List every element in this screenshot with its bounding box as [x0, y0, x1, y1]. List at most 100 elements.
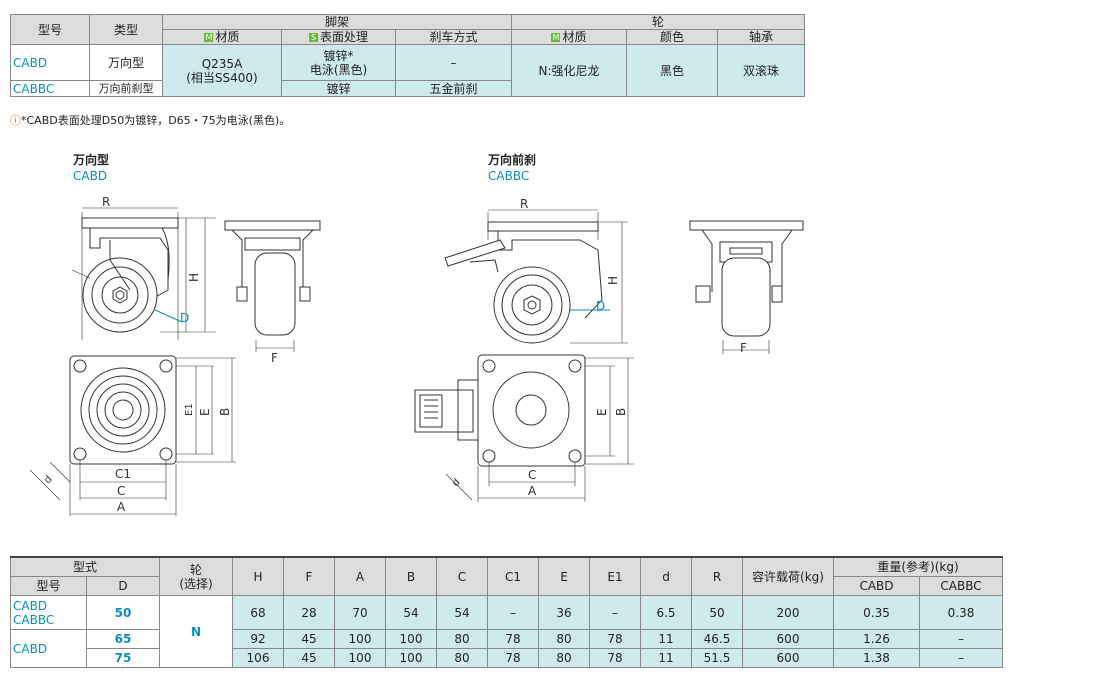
header-R: R	[691, 556, 743, 596]
header-wheel: 轮	[511, 14, 805, 30]
row-R: 50	[691, 595, 743, 630]
bracket-material: Q235A(相当SS400)	[162, 44, 282, 97]
cabd-top-view	[29, 355, 236, 516]
header-D: D	[86, 576, 160, 596]
row-H: 106	[232, 648, 284, 668]
row-E1: 78	[589, 629, 641, 649]
row-weight-cabbc: –	[919, 648, 1003, 668]
header-C: C	[436, 556, 488, 596]
dim-d-left: d	[42, 474, 54, 486]
dim-C-left: C	[117, 484, 125, 498]
spec-dimension-table: 型式 轮(选择) H F A B C C1 E E1 d R 容许载荷(kg) …	[10, 556, 1003, 668]
row-E: 80	[538, 648, 590, 668]
header-color: 颜色	[626, 29, 718, 45]
model-cabd: CABD	[10, 44, 90, 81]
row-E: 36	[538, 595, 590, 630]
row-C: 54	[436, 595, 488, 630]
row-C: 80	[436, 629, 488, 649]
row-H: 92	[232, 629, 284, 649]
dim-H-left: H	[187, 273, 201, 282]
header-wheel-select: 轮(选择)	[159, 556, 233, 596]
model-cabbc: CABBC	[10, 80, 90, 97]
row-B: 54	[385, 595, 437, 630]
header-load: 容许载荷(kg)	[742, 556, 834, 596]
dim-C-right: C	[528, 468, 536, 482]
cabbc-top-view	[414, 354, 634, 502]
header-bearing: 轴承	[717, 29, 805, 45]
models-group-2: CABD	[10, 629, 87, 668]
type-cabbc: 万向前刹型	[89, 80, 163, 97]
dim-A-right: A	[528, 484, 537, 498]
dim-C1-left: C1	[115, 467, 131, 481]
footnote: ⓘ*CABD表面处理D50为镀锌，D65・75为电泳(黑色)。	[10, 114, 291, 127]
type-cabd: 万向型	[89, 44, 163, 81]
header-brake: 刹车方式	[395, 29, 512, 45]
row-D: 75	[86, 648, 160, 668]
row-load: 600	[742, 648, 834, 668]
header-E: E	[538, 556, 590, 596]
header-A: A	[334, 556, 386, 596]
row-weight-cabd: 1.26	[833, 629, 920, 649]
row-R: 51.5	[691, 648, 743, 668]
warning-icon: ⓘ	[10, 114, 21, 127]
dim-E-left: E	[198, 408, 212, 416]
cabd-side-view	[71, 207, 216, 340]
s-badge-icon: S	[308, 33, 318, 42]
row-d: 11	[640, 648, 692, 668]
row-E1: 78	[589, 648, 641, 668]
m-badge-icon: M	[204, 33, 214, 42]
dim-R-left: R	[102, 195, 110, 209]
header-H: H	[232, 556, 284, 596]
row-E1: –	[589, 595, 641, 630]
header-d: d	[640, 556, 692, 596]
row-weight-cabd: 1.38	[833, 648, 920, 668]
row-C1: 78	[487, 648, 539, 668]
surface-cabbc: 镀锌	[281, 80, 396, 97]
header-type: 类型	[89, 14, 163, 45]
dim-H-right: H	[606, 276, 620, 285]
surface-cabd: 镀锌*电泳(黑色)	[281, 44, 396, 81]
row-weight-cabd: 0.35	[833, 595, 920, 630]
row-load: 200	[742, 595, 834, 630]
header-F: F	[283, 556, 335, 596]
row-A: 100	[334, 629, 386, 649]
dim-B-right: B	[614, 408, 628, 416]
header-C1: C1	[487, 556, 539, 596]
row-F: 28	[283, 595, 335, 630]
wheel-bearing: 双滚珠	[717, 44, 805, 97]
cabbc-side-view	[444, 209, 628, 344]
row-A: 100	[334, 648, 386, 668]
header-E1: E1	[589, 556, 641, 596]
row-d: 11	[640, 629, 692, 649]
row-D: 65	[86, 629, 160, 649]
row-F: 45	[283, 629, 335, 649]
wheel-material: N:强化尼龙	[511, 44, 627, 97]
header-weight-cabbc: CABBC	[919, 576, 1003, 596]
wheel-value: N	[159, 595, 233, 668]
wheel-color: 黑色	[626, 44, 718, 97]
row-C: 80	[436, 648, 488, 668]
header-model: 型号	[10, 576, 87, 596]
dim-F-right: F	[740, 341, 747, 355]
m-badge-icon: M	[551, 33, 561, 42]
row-E: 80	[538, 629, 590, 649]
header-form: 型式	[10, 556, 160, 577]
dim-A-left: A	[117, 500, 126, 514]
row-R: 46.5	[691, 629, 743, 649]
dim-D-left: D	[180, 311, 189, 325]
row-A: 70	[334, 595, 386, 630]
row-D: 50	[86, 595, 160, 630]
row-weight-cabbc: 0.38	[919, 595, 1003, 630]
header-B: B	[385, 556, 437, 596]
dim-R-right: R	[520, 197, 528, 211]
row-B: 100	[385, 648, 437, 668]
brake-cabd: –	[395, 44, 512, 81]
cabbc-front-view	[689, 220, 804, 354]
header-bracket: 脚架	[162, 14, 512, 30]
